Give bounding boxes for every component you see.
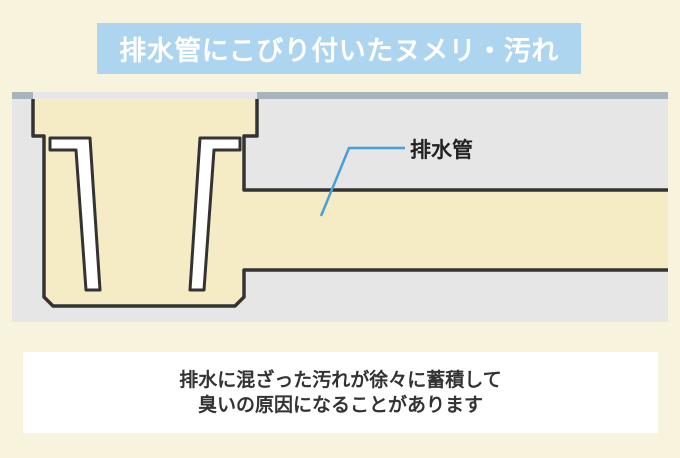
pipe-label-leader-line (319, 146, 405, 217)
drain-trap-outline (31, 99, 668, 308)
caption-box: 排水に混ざった汚れが徐々に蓄積して 臭いの原因になることがあります (23, 352, 658, 433)
caption-line-2: 臭いの原因になることがあります (197, 393, 483, 416)
title-banner: 排水管にこびり付いたヌメリ・汚れ (97, 23, 581, 74)
pipe-label: 排水管 (410, 138, 473, 162)
diagram-title: 排水管にこびり付いたヌメリ・汚れ (119, 36, 559, 67)
floor-edge-right (257, 92, 668, 99)
floor-edge-left (12, 92, 33, 99)
caption-line-1: 排水に混ざった汚れが徐々に蓄積して (179, 368, 502, 391)
trap-fin-left (48, 136, 102, 292)
drain-pipe-diagram: 排水管 (12, 92, 668, 322)
trap-fin-right (188, 136, 242, 292)
drain-pipe-top-outline (242, 99, 668, 192)
